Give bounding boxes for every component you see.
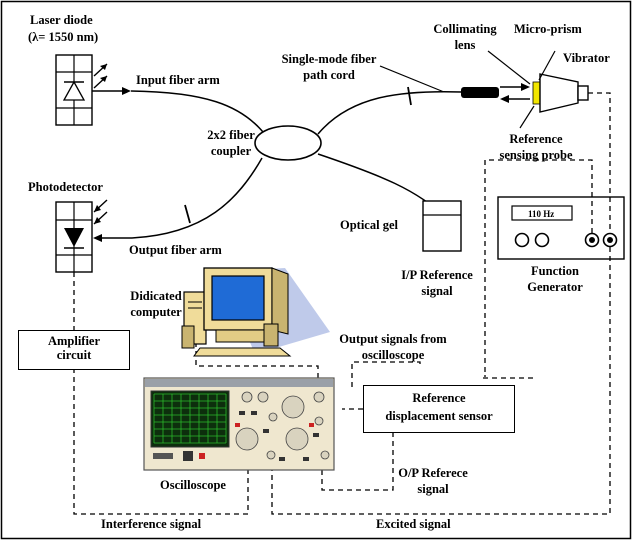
fiber-cord-label-line1: Single-mode fiber [281, 52, 377, 66]
function-generator-label-line1: Function [531, 264, 579, 278]
micro-prism-icon [532, 81, 541, 105]
input-fiber-arm-label: Input fiber arm [136, 73, 220, 87]
function-generator-label-line2: Generator [527, 280, 583, 294]
collimating-lens-label-line2: lens [454, 38, 476, 52]
photodetector-label: Photodetector [28, 180, 103, 194]
ref-sensor-label-line2: displacement sensor [385, 409, 493, 423]
laser-diode-label-line1: Laser diode [30, 13, 93, 27]
collimating-lens-label-line1: Collimating [433, 22, 497, 36]
reference-probe-label-line1: Reference [509, 132, 563, 146]
vibrator-icon [539, 73, 589, 113]
reference-probe-label-line2: sensing probe [499, 148, 573, 162]
function-generator-display: 110 Hz [528, 209, 555, 219]
op-reference-label-line2: signal [417, 482, 449, 496]
function-generator-icon [497, 196, 625, 260]
laser-diode-label-line2: (λ= 1550 nm) [28, 30, 99, 44]
fiber-coupler-label-line1: 2x2 fiber [207, 128, 255, 142]
photodetector-icon [55, 199, 108, 273]
oscilloscope-icon [143, 377, 335, 471]
op-reference-label-line1: O/P Referece [398, 466, 468, 480]
excited-signal-label: Excited signal [376, 517, 451, 531]
collimating-lens-icon [461, 87, 499, 98]
computer-icon [181, 267, 330, 357]
amplifier-circuit-box: Amplifier circuit [18, 330, 130, 370]
amplifier-label-line1: Amplifier [47, 334, 101, 348]
optical-gel-label: Optical gel [340, 218, 398, 232]
computer-label-line2: computer [130, 305, 182, 319]
output-signals-label-line1: Output signals from [339, 332, 447, 346]
output-signals-label-line2: oscilloscope [361, 348, 425, 362]
optical-gel-icon [422, 200, 462, 252]
ip-reference-label-line1: I/P Reference [401, 268, 473, 282]
fiber-cord-label-line2: path cord [303, 68, 355, 82]
ip-reference-label-line2: signal [421, 284, 453, 298]
amplifier-label-line2: circuit [56, 348, 92, 362]
laser-diode-icon [55, 54, 108, 126]
oscilloscope-label: Oscilloscope [160, 478, 226, 492]
reference-sensor-box: Reference displacement sensor [363, 385, 515, 433]
computer-label-line1: Didicated [130, 289, 182, 303]
fiber-coupler-label-line2: coupler [210, 144, 252, 158]
micro-prism-label: Micro-prism [514, 22, 582, 36]
interference-signal-label: Interference signal [101, 517, 202, 531]
output-fiber-arm-label: Output fiber arm [129, 243, 222, 257]
vibrator-label: Vibrator [563, 51, 610, 65]
ref-sensor-label-line1: Reference [412, 391, 466, 405]
